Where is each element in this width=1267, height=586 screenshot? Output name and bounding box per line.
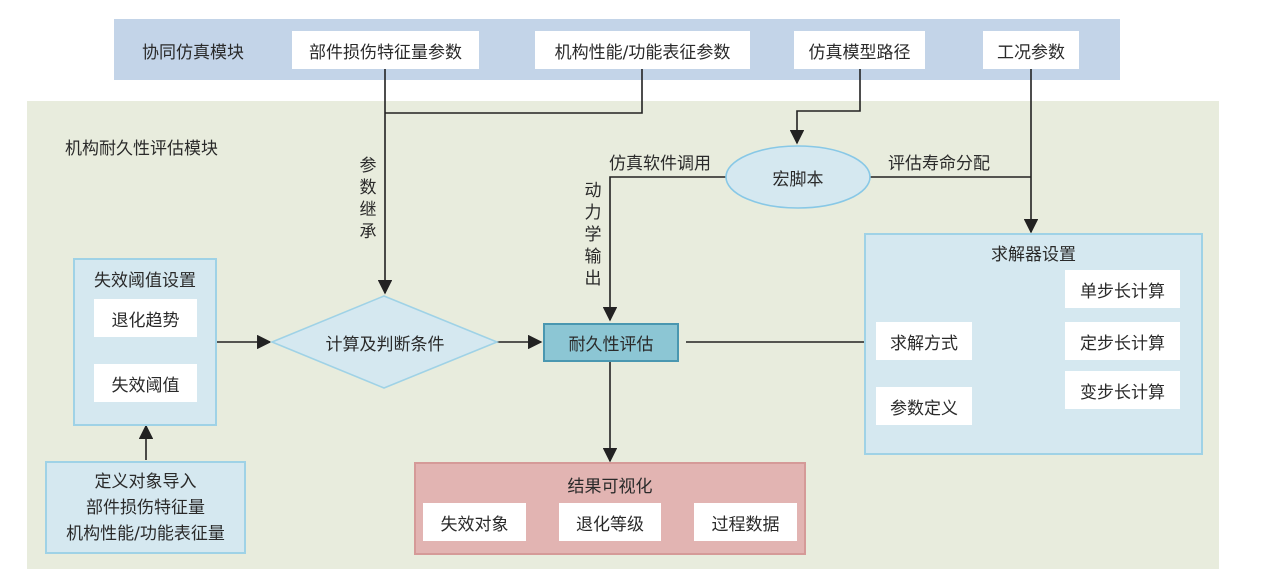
durability-module-title: 机构耐久性评估模块: [65, 139, 218, 159]
line-macro-to-eval: [602, 176, 726, 322]
param-damage-feature: 部件损伤特征量参数: [292, 31, 479, 69]
label-param-inherit: 参数继承: [359, 156, 377, 242]
decision-label: 计算及判断条件: [325, 334, 445, 355]
visual-item-degradation-level: 退化等级: [559, 503, 661, 541]
macro-script-label: 宏脚本: [772, 169, 824, 190]
definition-import-line-2: 部件损伤特征量: [86, 498, 205, 518]
param-mechanism-performance: 机构性能/功能表征参数: [535, 31, 750, 69]
solver-method-fixed-step: 定步长计算: [1065, 322, 1180, 360]
solver-method-single-step: 单步长计算: [1065, 270, 1180, 308]
visual-item-process-data: 过程数据: [694, 503, 797, 541]
threshold-item-failure-threshold: 失效阈值: [94, 364, 197, 402]
visual-item-failure-object: 失效对象: [423, 503, 526, 541]
label-life-allocation: 评估寿命分配: [888, 154, 990, 174]
durability-evaluation-box: 耐久性评估: [543, 323, 679, 362]
label-sim-software-call: 仿真软件调用: [609, 154, 711, 174]
label-dynamics-output: 动力学输出: [584, 181, 602, 289]
definition-import-line-1: 定义对象导入: [94, 472, 197, 492]
threshold-item-degradation-trend: 退化趋势: [94, 299, 197, 337]
param-working-condition: 工况参数: [983, 31, 1079, 69]
definition-import-box: 定义对象导入 部件损伤特征量 机构性能/功能表征量: [45, 461, 246, 554]
line-model-path-to-macro: [789, 69, 861, 145]
solver-method-variable-step: 变步长计算: [1065, 371, 1180, 409]
definition-import-line-3: 机构性能/功能表征量: [66, 524, 225, 544]
solver-item-param-def: 参数定义: [876, 387, 972, 425]
line-performance-join: [385, 69, 643, 114]
macro-script-ellipse: [725, 145, 871, 209]
param-sim-model-path: 仿真模型路径: [794, 31, 925, 69]
threshold-settings-title: 失效阈值设置: [94, 270, 196, 291]
decision-diamond: [269, 295, 500, 389]
solver-item-method: 求解方式: [876, 322, 972, 360]
solver-settings-title: 求解器设置: [991, 244, 1076, 265]
collab-module-title: 协同仿真模块: [142, 43, 244, 63]
result-visualization-title: 结果可视化: [567, 476, 653, 497]
